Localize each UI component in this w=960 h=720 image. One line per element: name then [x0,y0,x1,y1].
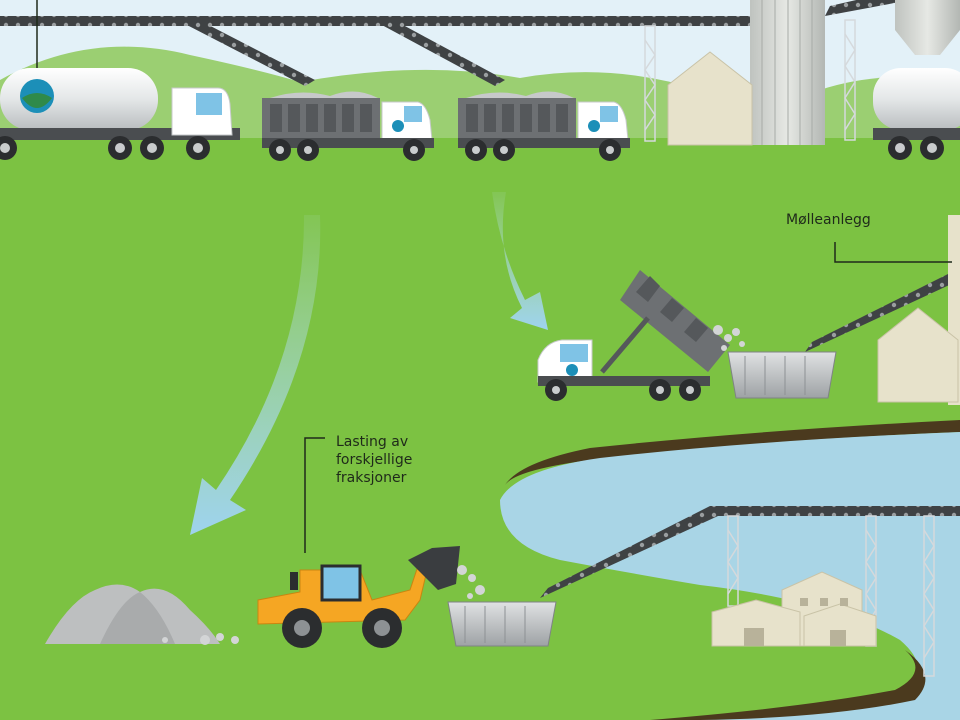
callout-line [304,437,325,553]
wheel-loader [257,546,460,648]
dump-truck [262,91,434,161]
flow-arrow [190,215,321,535]
rock-chunks [162,633,239,645]
feed-conveyor [185,18,315,86]
building [667,51,753,146]
tanker-truck [873,68,960,160]
lake-conveyor [710,506,960,516]
hopper-silo [895,0,960,55]
flow-arrow [492,192,548,330]
lake-conveyor [540,506,718,598]
top-conveyor [0,16,760,26]
support-tower [644,19,856,142]
loading-label: Lasting av forskjellige fraksjoner [336,434,413,486]
warehouse [711,571,877,647]
receiving-hopper [447,601,557,647]
tanker-truck [0,68,240,160]
lake-shore [650,650,926,720]
dump-truck [458,91,630,161]
feed-conveyor [380,18,505,86]
feed-conveyor [825,0,900,16]
mill-label: Mølleanlegg [786,212,871,228]
mill-building [877,307,959,403]
lake [500,432,960,720]
receiving-hopper [727,351,837,399]
lake-bank [505,420,960,485]
tipping-truck [537,270,730,401]
callout-line [834,242,952,263]
mill-conveyor [805,268,960,352]
